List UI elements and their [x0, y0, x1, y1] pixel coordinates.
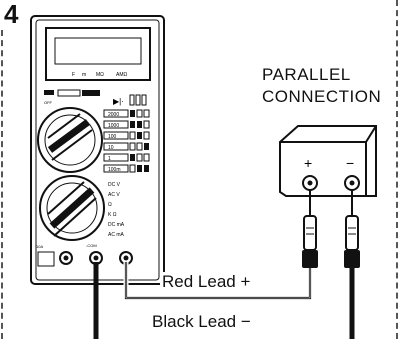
svg-text:DC mA: DC mA: [108, 222, 125, 228]
svg-text:OFF: OFF: [44, 100, 53, 105]
multimeter: F m MΩ AMΩ ▶|· OFF: [30, 15, 165, 285]
right-border: [396, 0, 398, 339]
svg-text:-COM: -COM: [86, 243, 97, 248]
title-line-1: PARALLEL: [262, 65, 351, 84]
svg-text:10: 10: [108, 145, 114, 151]
red-probe: [302, 190, 318, 268]
svg-text:100: 100: [108, 134, 117, 140]
lcd-display: F m MΩ AMΩ: [45, 27, 151, 81]
svg-text:F: F: [72, 72, 75, 78]
svg-text:▶|·: ▶|·: [113, 97, 124, 106]
svg-text:10A: 10A: [36, 244, 43, 249]
svg-text:2000: 2000: [108, 112, 119, 118]
input-jacks: 10A -COM: [36, 243, 133, 267]
dc-source: + −: [279, 125, 377, 197]
svg-text:K Ω: K Ω: [108, 212, 117, 218]
black-probe: [344, 190, 360, 268]
red-lead-wire: [123, 262, 313, 301]
svg-text:DC V: DC V: [108, 182, 121, 188]
range-scale: 2000 1000 100 10 1 100m: [103, 109, 150, 173]
figure-title: PARALLEL CONNECTION: [262, 64, 381, 108]
svg-text:1: 1: [108, 156, 111, 162]
svg-text:1000: 1000: [108, 123, 119, 129]
svg-text:m: m: [82, 72, 86, 78]
svg-text:AMΩ: AMΩ: [116, 72, 128, 78]
lower-function-dial: DC V AC V Ω K Ω DC mA AC mA: [39, 175, 125, 241]
upper-range-dial: [37, 107, 103, 173]
red-lead-label: Red Lead +: [160, 272, 253, 292]
title-line-2: CONNECTION: [262, 87, 382, 106]
svg-text:AC V: AC V: [108, 192, 120, 198]
svg-text:Ω: Ω: [108, 202, 112, 208]
plus-terminal-label: +: [304, 155, 312, 171]
minus-terminal-label: −: [346, 155, 354, 171]
svg-text:100m: 100m: [108, 167, 121, 173]
svg-text:MΩ: MΩ: [96, 72, 104, 78]
left-border: [1, 30, 3, 339]
black-lead-label: Black Lead −: [150, 312, 253, 332]
step-number: 4: [4, 0, 19, 29]
svg-text:AC mA: AC mA: [108, 232, 125, 238]
black-lead-wire: [93, 262, 355, 339]
control-buttons: ▶|· OFF: [44, 89, 147, 106]
